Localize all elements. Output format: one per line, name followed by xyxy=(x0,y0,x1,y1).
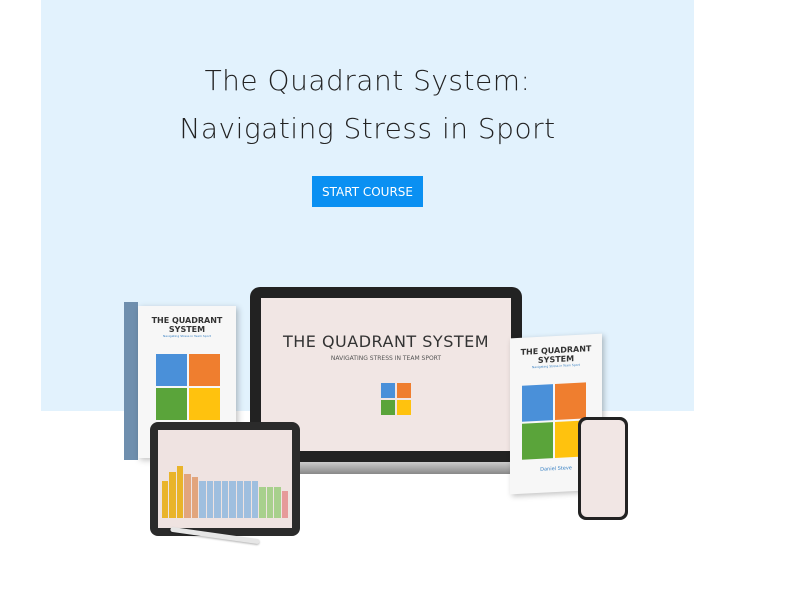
course-title-line1: The Quadrant System: xyxy=(204,64,531,97)
quadrant-logo xyxy=(381,383,411,415)
laptop-title: THE QUADRANT SYSTEM xyxy=(282,332,490,351)
tablet xyxy=(150,422,300,536)
box-set xyxy=(124,302,138,460)
phone xyxy=(578,417,628,520)
course-title-line2: Navigating Stress in Sport xyxy=(179,112,556,145)
quadrant-graphic xyxy=(522,382,586,460)
start-course-button[interactable]: START COURSE xyxy=(312,176,423,207)
laptop-subtitle: NAVIGATING STRESS IN TEAM SPORT xyxy=(330,355,442,362)
box-title: THE QUADRANT SYSTEM xyxy=(151,316,223,334)
box-subtitle: Navigating Stress in Team Sport xyxy=(162,334,211,338)
laptop-base xyxy=(232,462,540,474)
quadrant-graphic xyxy=(156,354,220,420)
